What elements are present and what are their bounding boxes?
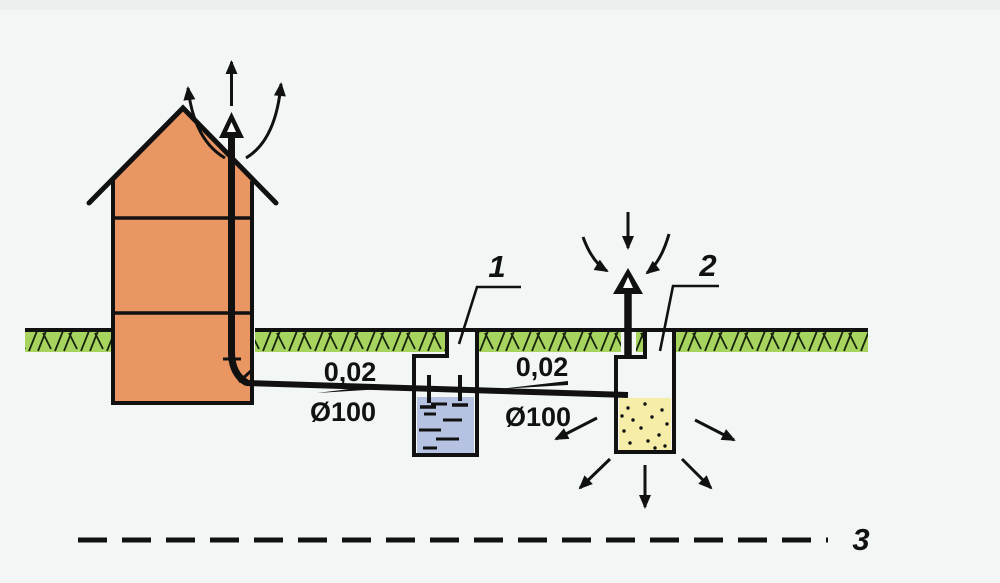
intake-arrow-right-icon (645, 233, 671, 275)
ground-surface (25, 328, 868, 352)
grass-hatch (25, 331, 112, 352)
drainage-well (614, 331, 676, 454)
vent-cap-inner (623, 277, 633, 288)
exhaust-arrow-left-icon (183, 86, 226, 160)
seepage-arrow-down-left-icon (578, 457, 612, 490)
seepage-arrow-down-right-icon (680, 457, 713, 490)
vent-cap-inner (227, 122, 236, 132)
grass-hatch (255, 331, 446, 352)
filter-gravel-dots (620, 402, 669, 450)
drain-well-callout: 2 (698, 248, 716, 283)
seepage-arrow-left-icon (554, 416, 598, 441)
scan-artifact-band (0, 0, 1000, 10)
septic-tank-outline (412, 331, 479, 457)
slope-mark-icon (500, 381, 568, 389)
tank-baffle-caps (420, 403, 468, 409)
grass-hatch (478, 331, 621, 352)
diameter-label-2: Ø100 (505, 402, 571, 432)
diameter-label-1: Ø100 (310, 397, 376, 427)
water-ripple-marks (419, 402, 462, 450)
seepage-arrow-right-icon (694, 418, 736, 442)
groundwater-level: 3 (78, 522, 870, 557)
septic-tank (412, 331, 479, 457)
slope-mark-icon (317, 385, 382, 393)
slope-label-2: 0,02 (516, 352, 569, 382)
house-stack-pipe (228, 138, 249, 387)
well-vent (581, 212, 671, 358)
septic-tank-callout: 1 (488, 249, 505, 284)
house-roof (86, 104, 279, 206)
house-vent (183, 60, 286, 160)
seepage-arrows (554, 416, 736, 509)
pipe-run-labels: 0,02 Ø100 0,02 Ø100 (310, 352, 571, 432)
grass-hatch (673, 331, 868, 352)
intake-arrow-left-icon (581, 236, 609, 273)
sewer-pipe (223, 138, 629, 398)
groundwater-callout: 3 (852, 522, 869, 557)
pipe-joint-ticks (223, 357, 254, 384)
drainage-well-outline (614, 331, 676, 454)
sewer-pipe-line (245, 380, 629, 398)
house (86, 104, 279, 405)
slope-label-1: 0,02 (324, 357, 377, 387)
house-body (113, 108, 252, 403)
grass-hatch (636, 331, 645, 352)
callouts: 1 2 (457, 248, 719, 352)
drainage-well-filter (619, 398, 671, 450)
callout-leader-1 (457, 285, 521, 345)
callout-leader-2 (658, 284, 719, 352)
exhaust-arrow-right-icon (245, 82, 286, 160)
grass-strip (25, 331, 868, 352)
